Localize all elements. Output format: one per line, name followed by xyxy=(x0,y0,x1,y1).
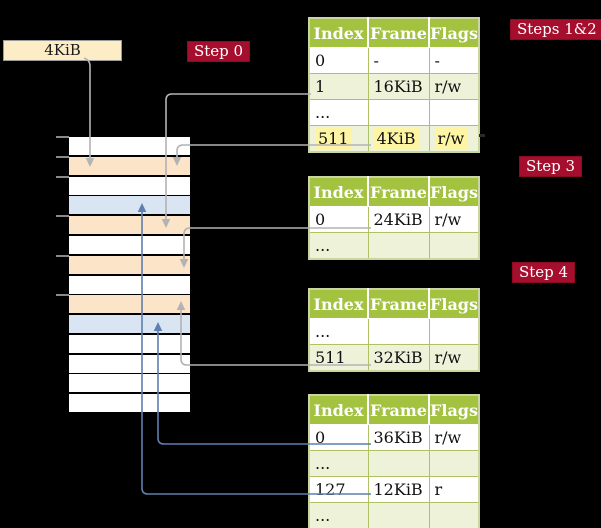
memory-frame-row xyxy=(69,137,190,155)
table-cell: 127 xyxy=(308,476,369,503)
table-cell xyxy=(367,99,430,126)
table-cell: r/w xyxy=(428,73,480,100)
table-cell xyxy=(367,232,430,260)
table-cell: r/w xyxy=(428,125,480,153)
table-cell xyxy=(428,99,480,126)
table-cell: - xyxy=(367,47,430,74)
table-cell: 511 xyxy=(308,125,369,153)
table-cell: 0 xyxy=(308,424,369,451)
table-cell: 0 xyxy=(308,47,369,74)
memory-tick xyxy=(56,176,69,178)
column-header: Index xyxy=(309,289,368,319)
table-row: 511 4KiB r/w xyxy=(308,125,480,153)
label-step-3: Step 3 xyxy=(519,156,583,177)
table-cell: 1 xyxy=(308,73,369,100)
table-row: ... xyxy=(308,450,480,477)
table-cell: ... xyxy=(308,318,369,345)
table-cell xyxy=(367,502,430,528)
column-header: Frame xyxy=(367,177,429,207)
memory-frame-row xyxy=(69,196,190,214)
table-cell xyxy=(367,318,430,345)
table-cell xyxy=(428,318,480,345)
table-row: ... xyxy=(308,318,480,345)
memory-frame-row xyxy=(69,236,190,254)
memory-tick xyxy=(56,294,69,296)
memory-frame-row xyxy=(69,177,190,195)
table-row: 0-- xyxy=(308,47,480,74)
table-cell: ... xyxy=(308,502,369,528)
table-cell xyxy=(428,502,480,528)
column-header: Flags xyxy=(428,289,479,319)
table-cell: 0 xyxy=(308,206,369,233)
highlighted-value: r/w xyxy=(434,128,468,149)
column-header: Flags xyxy=(428,18,479,48)
table-cell xyxy=(428,450,480,477)
table-cell: 24KiB xyxy=(367,206,430,233)
label-step-4: Step 4 xyxy=(512,262,576,283)
memory-frame-row xyxy=(69,394,190,412)
table-cell: - xyxy=(428,47,480,74)
table-cell: 4KiB xyxy=(367,125,430,153)
memory-frame-row xyxy=(69,374,190,392)
memory-tick xyxy=(56,136,69,138)
table-cell: 12KiB xyxy=(367,476,430,503)
column-header: Frame xyxy=(367,289,429,319)
memory-tick xyxy=(56,255,69,257)
memory-frame-row xyxy=(69,157,190,175)
column-header: Flags xyxy=(428,177,479,207)
column-header: Frame xyxy=(367,18,429,48)
memory-tick xyxy=(56,156,69,158)
column-header: Index xyxy=(309,395,368,425)
table-cell: r/w xyxy=(428,424,480,451)
table-cell xyxy=(367,450,430,477)
table-cell: 36KiB xyxy=(367,424,430,451)
memory-frame-row xyxy=(69,335,190,353)
table-cell: ... xyxy=(308,450,369,477)
column-header: Frame xyxy=(367,395,429,425)
table-cell: r xyxy=(428,476,480,503)
memory-frame-row xyxy=(69,295,190,313)
memory-frame-row xyxy=(69,216,190,234)
memory-frame-row xyxy=(69,355,190,373)
table-row: ... xyxy=(308,232,480,260)
marker-dash xyxy=(479,134,485,137)
column-header: Index xyxy=(309,18,368,48)
column-header: Index xyxy=(309,177,368,207)
table-cell: 32KiB xyxy=(367,344,430,372)
highlighted-value: 511 xyxy=(315,128,352,149)
root-pointer-box: 4KiB xyxy=(3,40,122,61)
table-cell: ... xyxy=(308,99,369,126)
label-step-0: Step 0 xyxy=(187,41,251,62)
table-cell: 511 xyxy=(308,344,369,372)
memory-frame-row xyxy=(69,315,190,333)
table-cell xyxy=(428,232,480,260)
table-cell: ... xyxy=(308,232,369,260)
table-cell: 16KiB xyxy=(367,73,430,100)
memory-frame-row xyxy=(69,276,190,294)
table-cell: r/w xyxy=(428,344,480,372)
table-row: ... xyxy=(308,502,480,528)
table-row: ... xyxy=(308,99,480,126)
table-cell: r/w xyxy=(428,206,480,233)
memory-frame-row xyxy=(69,256,190,274)
column-header: Flags xyxy=(428,395,479,425)
memory-tick xyxy=(56,215,69,217)
label-steps-1-2: Steps 1&2 xyxy=(510,19,601,40)
highlighted-value: 4KiB xyxy=(373,128,419,149)
